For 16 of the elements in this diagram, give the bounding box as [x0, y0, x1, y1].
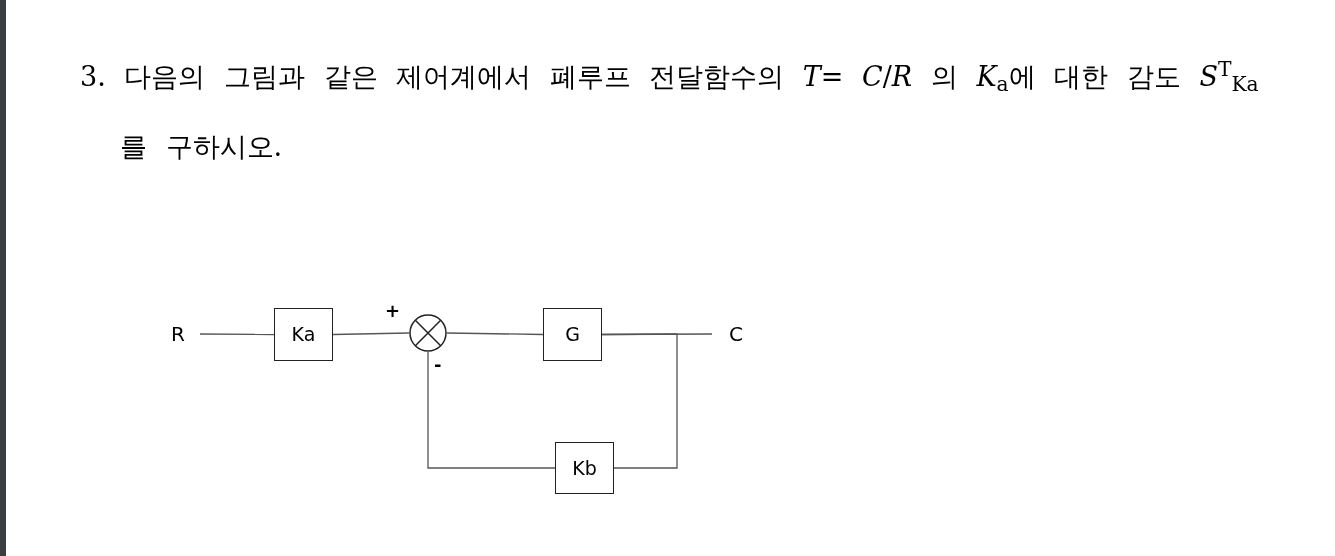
- block-box: [543, 308, 602, 361]
- block-box: [274, 308, 333, 361]
- block-text: C: [729, 321, 743, 348]
- sign-label: +: [385, 302, 401, 320]
- connector-line: [601, 333, 678, 469]
- block-text: G: [565, 322, 580, 348]
- block-text: Ka: [291, 322, 316, 348]
- connector-line: [427, 351, 556, 469]
- sign-label: -: [434, 356, 442, 374]
- connector-line: [332, 332, 410, 336]
- block-box: [555, 442, 614, 494]
- connector-line: [199, 333, 275, 336]
- block-text: R: [171, 321, 185, 348]
- block-text: Kb: [572, 455, 597, 481]
- summing-junction: [409, 314, 447, 352]
- connector-line: [446, 332, 544, 336]
